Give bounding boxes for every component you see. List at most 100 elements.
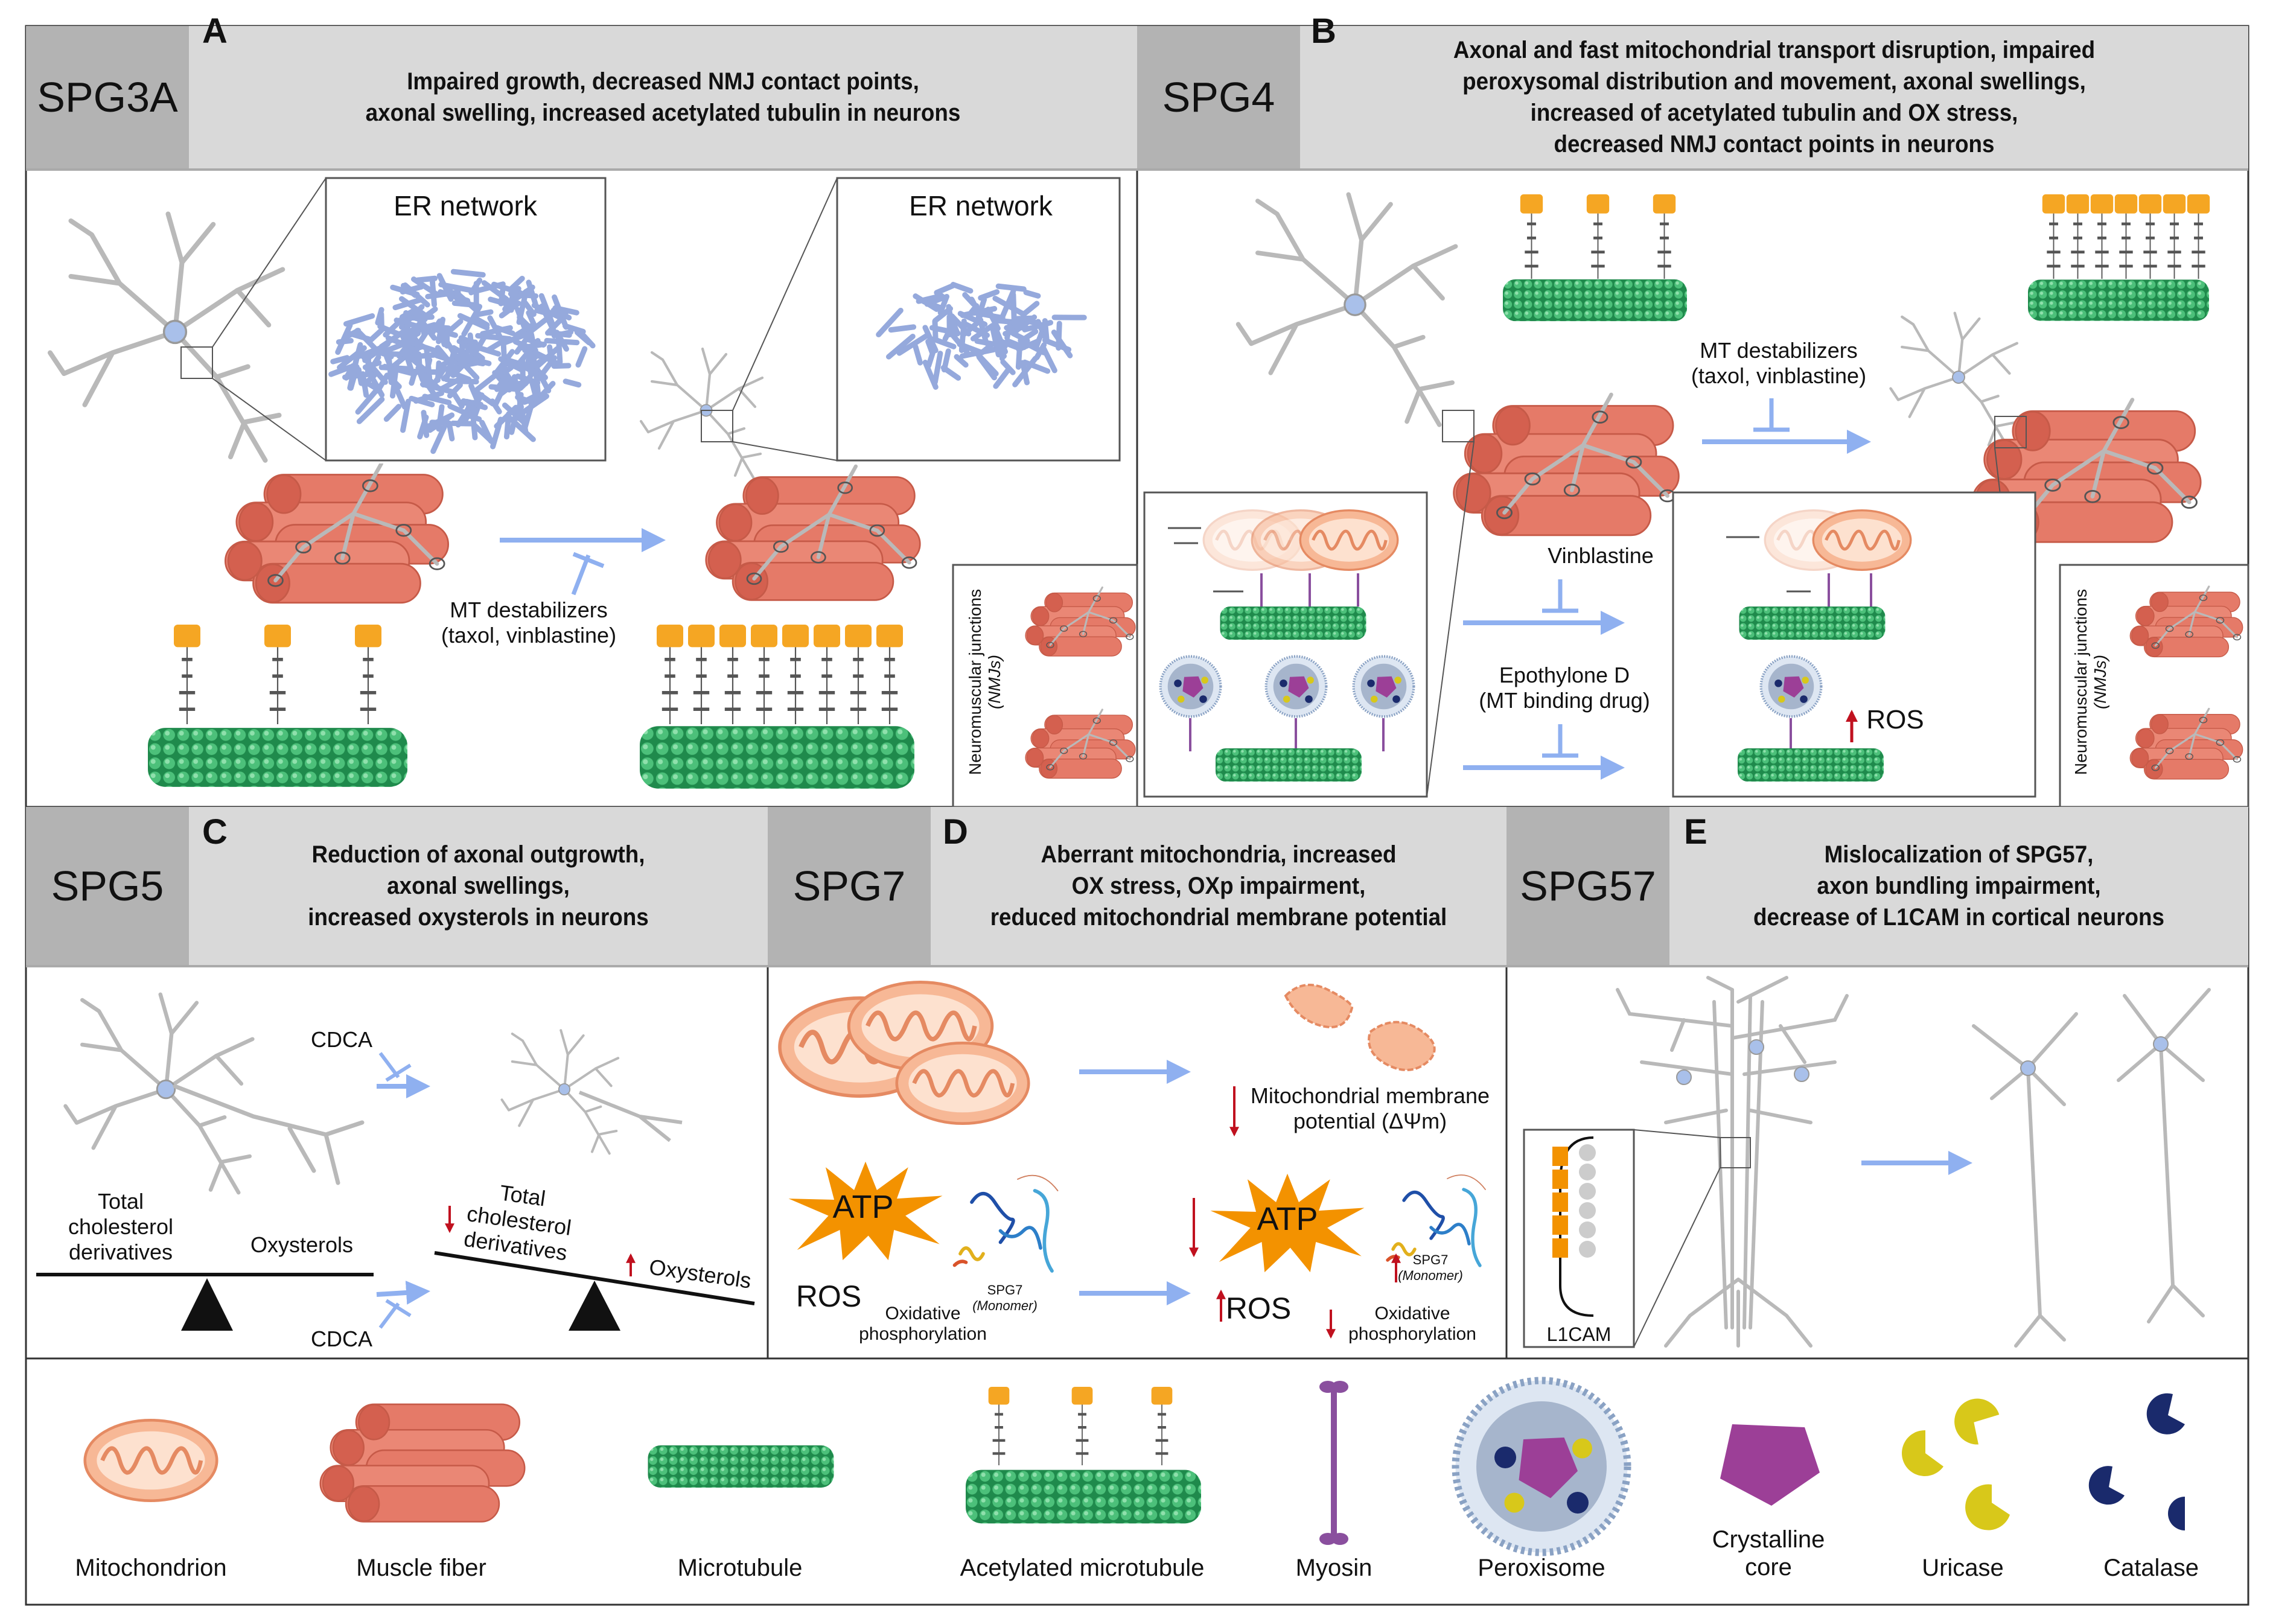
er-tubule: [490, 416, 504, 450]
er-tubule: [336, 338, 354, 345]
peroxisome: [1354, 657, 1414, 717]
er-tubule: [1010, 291, 1017, 326]
er-tubule: [398, 296, 428, 318]
panel-letter: D: [943, 812, 968, 852]
myosin-icon: [1319, 1381, 1348, 1545]
header-line: axonal swellings,: [387, 873, 570, 899]
microtubule-icon: [648, 1445, 834, 1488]
gene-label: SPG3A: [26, 26, 189, 168]
treatment-label: MT destabilizers(taxol, vinblastine): [1691, 338, 1867, 388]
header-line: increased oxysterols in neurons: [308, 904, 649, 931]
er-tubule: [459, 340, 467, 366]
er-tubule: [925, 339, 936, 356]
acetyl-group: [812, 625, 841, 724]
gene-label: SPG57: [1506, 807, 1669, 965]
acetyl-group: [687, 625, 716, 724]
er-tubule: [934, 282, 956, 296]
er-tubule: [450, 269, 486, 278]
er-tubule: [1019, 328, 1039, 343]
er-tubule: [506, 284, 535, 307]
legend-label-mitochondrion: Mitochondrion: [75, 1555, 227, 1581]
atp-label: ATP: [832, 1189, 894, 1225]
cdca-label: CDCA: [310, 1326, 373, 1351]
er-tubule: [515, 394, 534, 405]
er-tubule: [499, 301, 521, 319]
acetyl-group: [2041, 194, 2066, 279]
inhibitor-icon: [378, 1052, 412, 1082]
ros-label: ROS: [1866, 705, 1924, 734]
er-tubule: [390, 352, 409, 370]
acetyl-group: [2186, 194, 2211, 279]
legend-label-myosin: Myosin: [1295, 1555, 1373, 1581]
inhibitor-icon: [1542, 579, 1578, 613]
er-tubule: [1023, 290, 1041, 299]
er-tubule: [513, 321, 537, 339]
er-tubule: [335, 322, 353, 355]
panel-b-artwork: [1143, 194, 2249, 808]
peroxisome: [1761, 657, 1822, 717]
nmj-label: Neuromuscular junctions(NMJs): [2071, 588, 2109, 775]
er-tubule: [375, 341, 407, 357]
er-tubule: [1021, 301, 1040, 317]
er-tubule: [552, 305, 579, 316]
panel-b-description: Axonal and fast mitochondrial transport …: [1338, 26, 2210, 168]
header-line: decreased NMJ contact points in neurons: [1554, 131, 1995, 158]
panel-e-header: SPG57 Mislocalization of SPG57, axon bun…: [1506, 807, 2248, 967]
panel-letter: A: [202, 11, 228, 51]
er-tubule: [1015, 314, 1038, 332]
er-tubule: [467, 332, 475, 356]
er-tubule: [451, 371, 472, 383]
panel-d-description: Aberrant mitochondria, increased OX stre…: [954, 807, 1484, 965]
legend-label-microtubule: Microtubule: [677, 1555, 803, 1581]
balance-fulcrum: [181, 1278, 233, 1331]
er-tubule: [993, 366, 1012, 389]
inhibitor-icon: [378, 1299, 412, 1329]
peroxisome: [1161, 657, 1221, 717]
gene-label: SPG7: [768, 807, 931, 965]
acetylated-microtubule-icon: [966, 1387, 1201, 1524]
legend-label-muscle-fiber: Muscle fiber: [356, 1555, 486, 1581]
er-tubule: [563, 378, 582, 388]
panel-c-description: Reduction of axonal outgrowth, axonal sw…: [212, 807, 744, 965]
panel-letter: B: [1311, 11, 1336, 51]
atp-label: ATP: [1257, 1201, 1318, 1237]
er-tubule: [501, 367, 514, 384]
gene-label: SPG4: [1137, 26, 1300, 168]
gene-label: SPG5: [26, 807, 189, 965]
er-tubule: [538, 381, 556, 399]
mitochondrion: [1300, 511, 1398, 570]
er-tubule: [517, 376, 533, 391]
acetyl-group: [844, 625, 873, 724]
er-tubule: [355, 389, 378, 415]
er-tubule: [913, 343, 923, 366]
l1cam-protein: [1552, 1136, 1596, 1317]
ros-label: ROS: [795, 1279, 862, 1313]
cdca-label: CDCA: [310, 1027, 373, 1052]
er-tubule: [954, 354, 969, 368]
acetyl-group: [2138, 194, 2163, 279]
panel-a-header: SPG3A Impaired growth, decreased NMJ con…: [26, 26, 1137, 171]
muscle-fiber: [705, 476, 921, 601]
l1cam-label: L1CAM: [1546, 1323, 1612, 1345]
er-tubule: [472, 369, 503, 394]
spg7-monomer-label: SPG7(Monomer): [972, 1282, 1038, 1313]
acetyl-group: [2114, 194, 2138, 279]
er-tubule: [427, 413, 453, 433]
er-tubule: [974, 338, 1008, 349]
er-tubule: [457, 313, 490, 331]
er-tubule: [328, 364, 354, 377]
panel-e-artwork: [1523, 976, 2211, 1348]
er-tubule: [343, 313, 375, 327]
panel-letter: E: [1684, 812, 1707, 852]
nmj-label: Neuromuscular junctions(NMJs): [966, 588, 1004, 775]
header-line: axon bundling impairment,: [1817, 873, 2101, 899]
er-tubule: [970, 322, 995, 342]
mitochondrion: [1813, 511, 1911, 570]
er-tubule: [1015, 344, 1022, 370]
er-tubule: [446, 420, 455, 442]
acetylated-microtubule-many: [2028, 194, 2211, 321]
peroxisome: [1266, 657, 1327, 717]
er-tubule: [1042, 318, 1050, 343]
